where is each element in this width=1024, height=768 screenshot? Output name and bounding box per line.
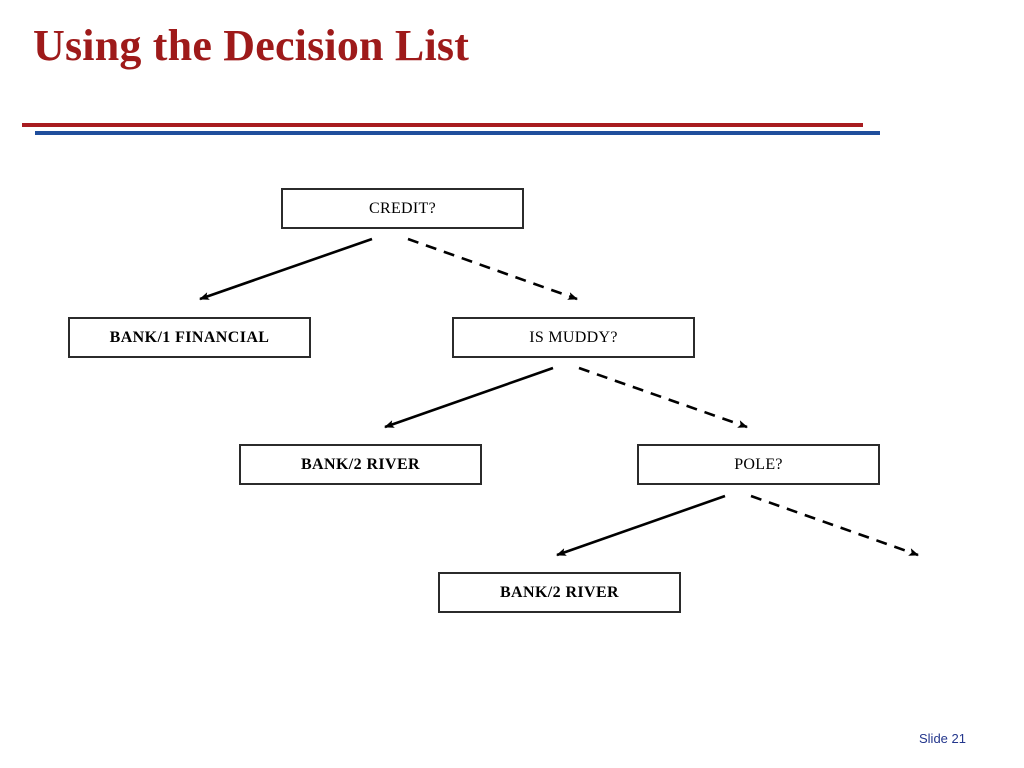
edge-ismuddy-to-pole-dashed [578, 366, 748, 429]
title-divider-blue [35, 131, 880, 135]
edge-credit-to-ismuddy-dashed [407, 237, 578, 301]
slide-number: Slide 21 [919, 731, 966, 746]
title-divider-red [22, 123, 863, 127]
edge-credit-to-bank1-solid [199, 237, 373, 301]
leaf-node-bank1-financial[interactable]: BANK/1 FINANCIAL [68, 317, 311, 358]
leaf-node-bank2-river-lower[interactable]: BANK/2 RIVER [438, 572, 681, 613]
leaf-node-bank2-river-upper[interactable]: BANK/2 RIVER [239, 444, 482, 485]
decision-node-credit[interactable]: CREDIT? [281, 188, 524, 229]
edge-pole-to-bank2b-solid [556, 494, 726, 557]
edge-pole-to-unshown-dashed [750, 494, 919, 557]
edge-ismuddy-to-bank2a-solid [384, 366, 554, 429]
decision-node-pole[interactable]: POLE? [637, 444, 880, 485]
page-title: Using the Decision List [33, 21, 470, 70]
decision-node-is-muddy[interactable]: IS MUDDY? [452, 317, 695, 358]
